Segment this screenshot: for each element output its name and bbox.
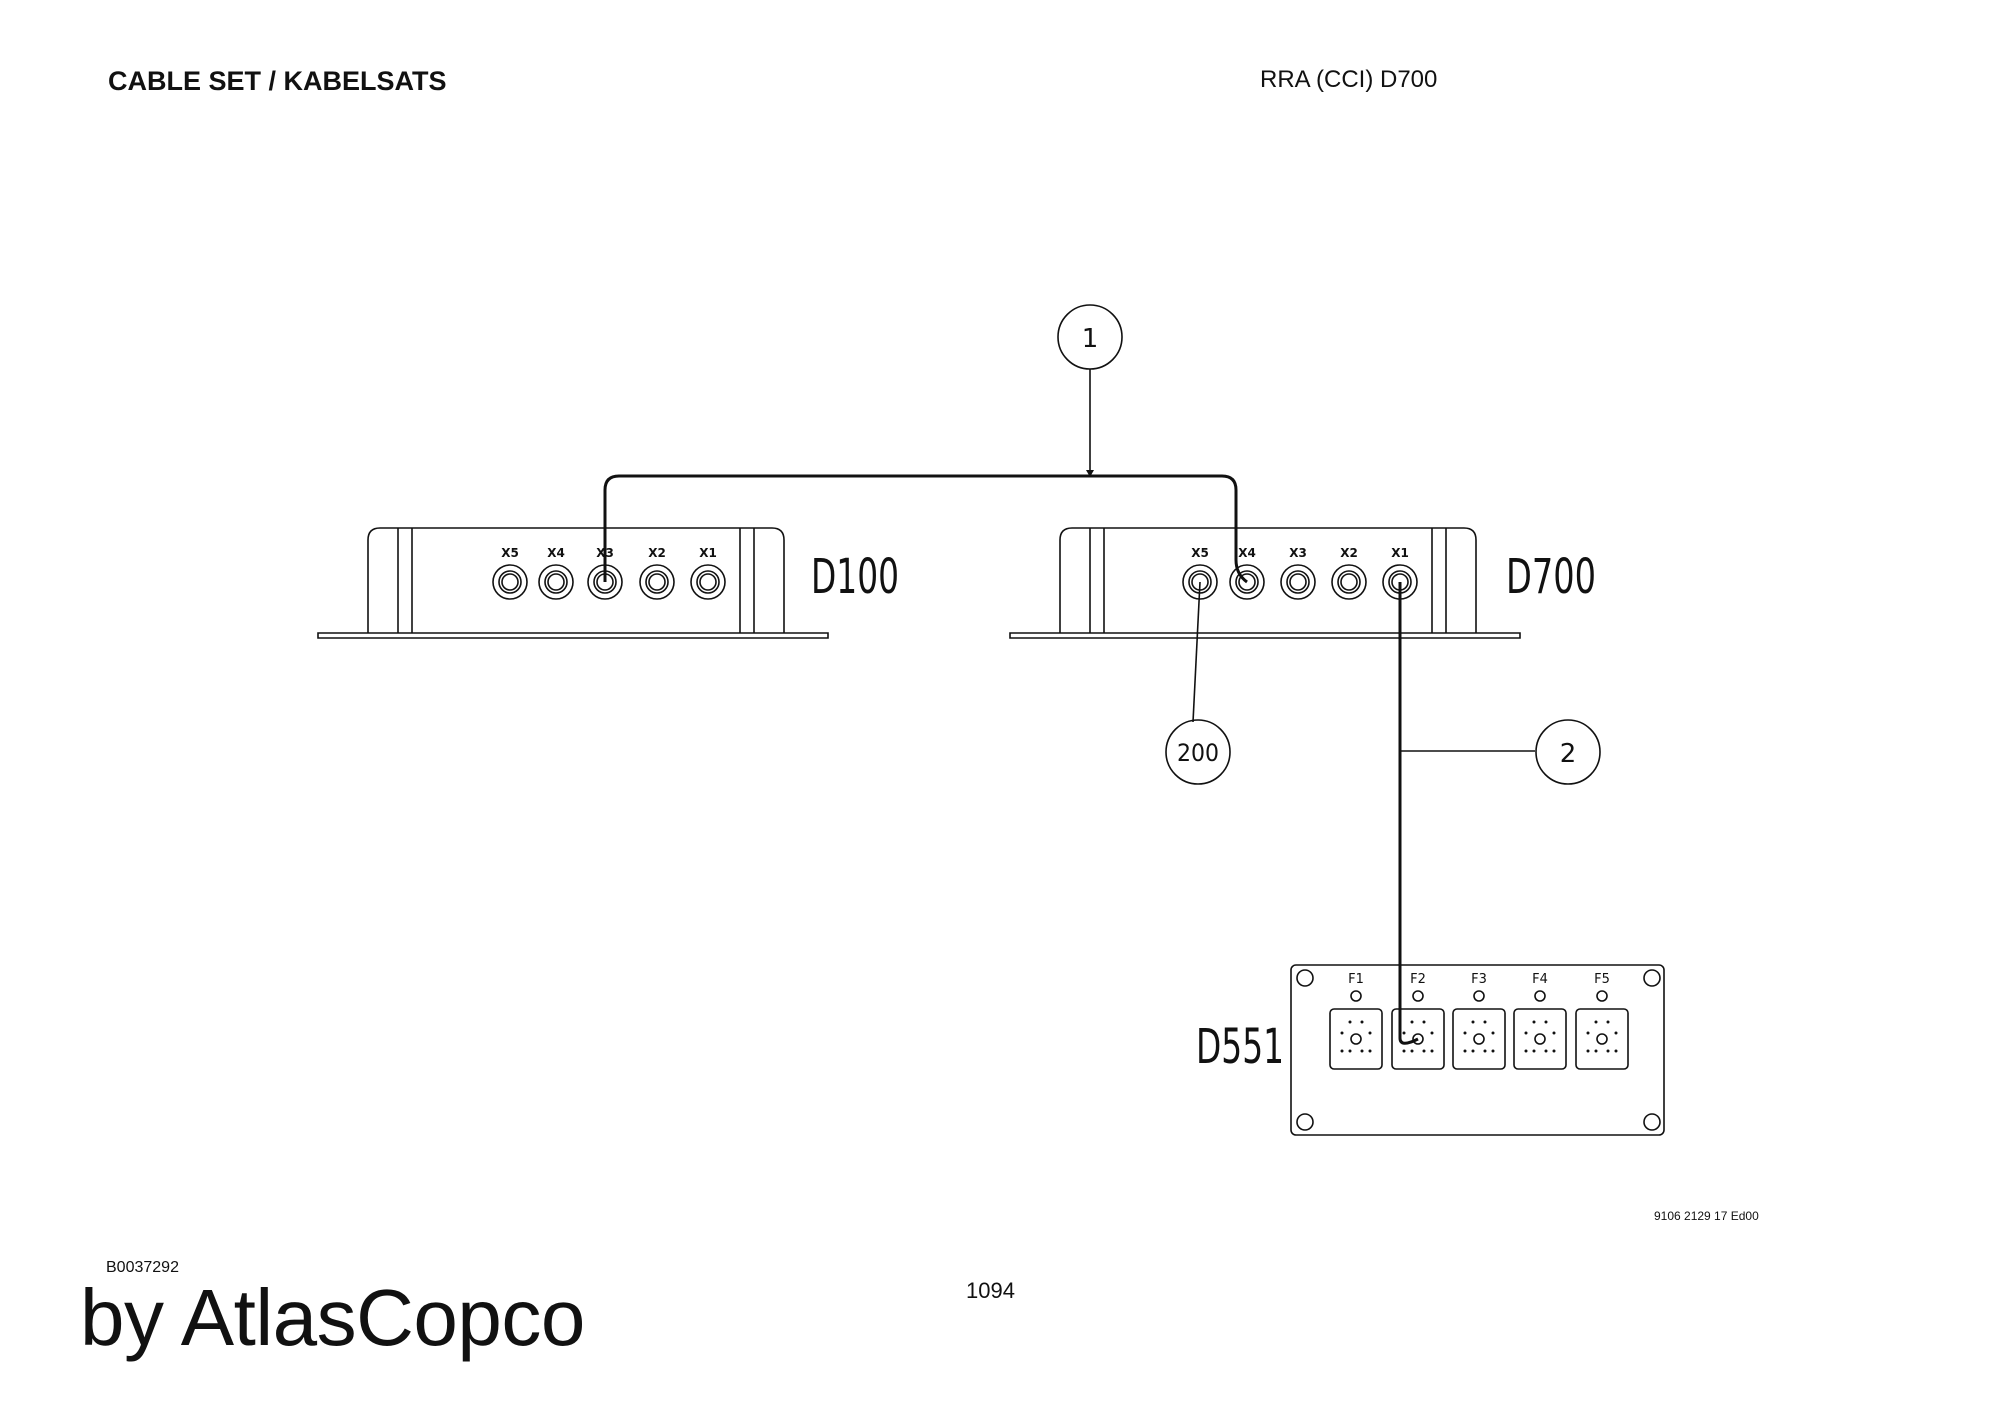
socket-label: F5 <box>1594 972 1610 987</box>
page-number: 1094 <box>966 1278 1015 1303</box>
unit-d100 <box>317 527 829 639</box>
port-d700-x5 <box>1182 564 1218 600</box>
port-label: X1 <box>699 546 717 560</box>
socket-label: F1 <box>1348 972 1364 987</box>
port-label: X3 <box>596 546 614 560</box>
port-label: X3 <box>1289 546 1307 560</box>
port-label: X5 <box>501 546 519 560</box>
socket-d551-f1 <box>1329 990 1383 1070</box>
mount-hole <box>1643 1113 1661 1131</box>
document-reference: RRA (CCI) D700 <box>1260 66 1438 93</box>
mount-hole <box>1296 969 1314 987</box>
socket-label: F2 <box>1410 972 1426 987</box>
socket-d551-f2 <box>1391 990 1445 1070</box>
port-d100-x2 <box>639 564 675 600</box>
port-label: X5 <box>1191 546 1209 560</box>
port-d100-x4 <box>538 564 574 600</box>
callout-2 <box>1535 719 1601 785</box>
unit-label-d700: D700 <box>1506 549 1596 605</box>
unit-label-d100: D100 <box>811 549 899 605</box>
port-d100-x5 <box>492 564 528 600</box>
unit-d700 <box>1009 527 1521 639</box>
port-label: X2 <box>648 546 666 560</box>
brand-logo-text: by AtlasCopco <box>80 1273 585 1362</box>
callout-label-1: 1 <box>1082 324 1099 354</box>
socket-d551-f5 <box>1575 990 1629 1070</box>
port-group-d100 <box>492 564 726 600</box>
port-d700-x4 <box>1229 564 1265 600</box>
unit-label-d551: D551 <box>1196 1019 1284 1075</box>
document-code: B0037292 <box>106 1259 179 1276</box>
port-group-d700 <box>1182 564 1418 600</box>
port-d100-x1 <box>690 564 726 600</box>
mount-hole <box>1643 969 1661 987</box>
arrowhead <box>1086 470 1094 477</box>
page-title: CABLE SET / KABELSATS <box>108 66 447 96</box>
port-label: X1 <box>1391 546 1409 560</box>
socket-label: F3 <box>1471 972 1487 987</box>
leader-line-200 <box>1192 581 1201 723</box>
cable-2 <box>1398 582 1419 1045</box>
port-d700-x2 <box>1331 564 1367 600</box>
socket-d551-f3 <box>1452 990 1506 1070</box>
callout-label-2: 2 <box>1560 739 1577 769</box>
mount-hole <box>1296 1113 1314 1131</box>
cable-1 <box>603 474 1248 584</box>
port-d700-x3 <box>1280 564 1316 600</box>
callout-1 <box>1057 304 1123 370</box>
callout-label-200: 200 <box>1177 739 1219 767</box>
port-label: X2 <box>1340 546 1358 560</box>
callout-200 <box>1165 719 1231 785</box>
socket-label: F4 <box>1532 972 1548 987</box>
unit-d551 <box>1290 964 1665 1136</box>
port-label: X4 <box>1238 546 1256 560</box>
port-label: X4 <box>547 546 565 560</box>
socket-d551-f4 <box>1513 990 1567 1070</box>
drawing-number: 9106 2129 17 Ed00 <box>1654 1209 1759 1223</box>
